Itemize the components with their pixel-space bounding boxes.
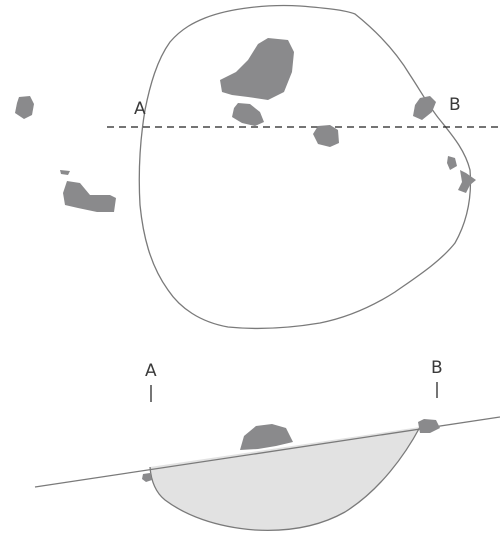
- plan-view: A B: [15, 6, 500, 329]
- boulder-left-elongated: [63, 181, 116, 212]
- section-boulder-center: [240, 424, 293, 450]
- boulder-near-b: [413, 96, 436, 120]
- lake-outline: [139, 6, 470, 329]
- cross-section: A B: [35, 358, 500, 530]
- section-boulder-right: [418, 419, 440, 433]
- boulder-right-small: [447, 156, 457, 170]
- boulder-on-section-line: [313, 125, 339, 147]
- boulder-left-speck: [60, 170, 70, 175]
- plan-label-b: B: [449, 95, 461, 115]
- section-label-a: A: [145, 361, 157, 381]
- boulder-right-edge: [458, 170, 476, 193]
- boulder-far-left: [15, 96, 34, 119]
- plan-label-a: A: [134, 99, 146, 119]
- section-label-b: B: [431, 358, 443, 378]
- boulder-small-center: [232, 103, 264, 126]
- boulder-large: [220, 38, 294, 100]
